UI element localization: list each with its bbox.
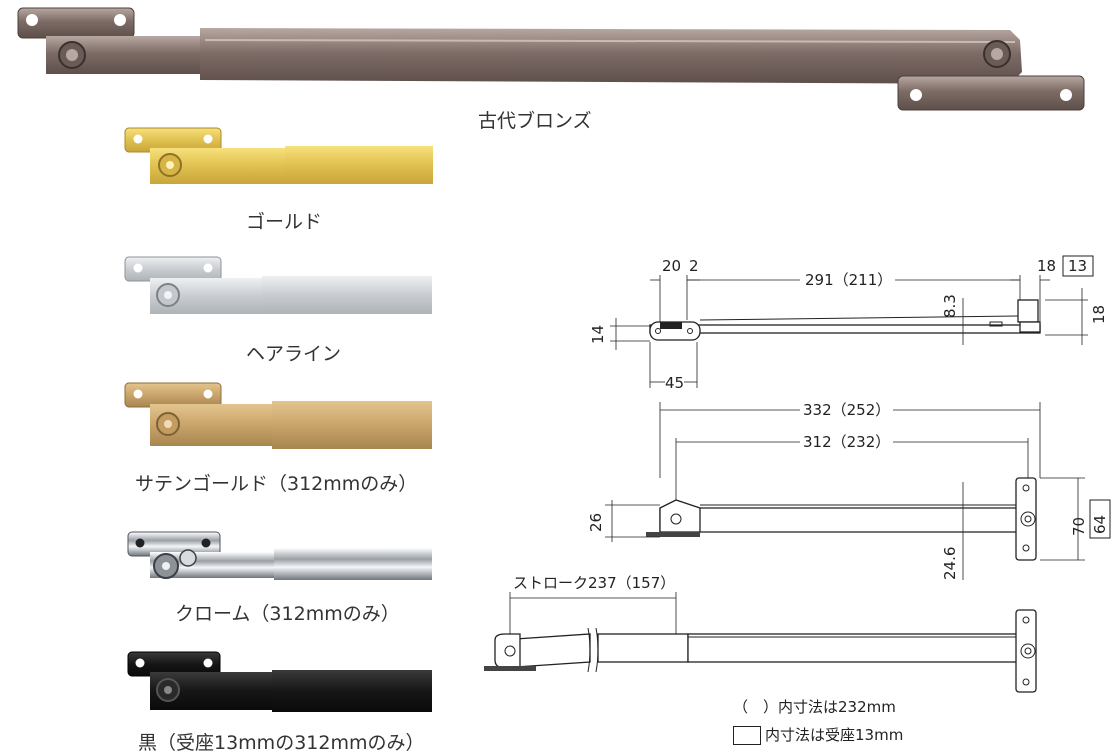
dim-box-13 (1062, 255, 1094, 277)
dim-top-13: 13 (1068, 257, 1087, 275)
dim-top-2: 2 (689, 257, 699, 275)
dim-side-312: 312（232） (803, 433, 890, 451)
dim-top-18: 18 (1037, 257, 1056, 275)
note-box-symbol (733, 726, 761, 745)
satin-gold-stay-photo (124, 382, 432, 449)
note-parentheses: （ ）内寸法は232mm (733, 698, 896, 716)
open-view: ストローク237（157） (484, 574, 1037, 693)
dim-box-64 (1089, 499, 1111, 539)
dim-top-291: 291（211） (805, 271, 892, 289)
dim-top-14: 14 (589, 325, 607, 344)
dim-top-45: 45 (665, 374, 684, 392)
dim-top-20: 20 (662, 257, 681, 275)
dim-side-70: 70 (1070, 517, 1088, 536)
dim-top-18-right: 18 (1090, 305, 1108, 324)
gold-stay-photo (124, 127, 433, 184)
black-stay-photo (127, 651, 432, 712)
finish-label-chrome: クローム（312mmのみ） (175, 603, 400, 625)
dim-top-8-3: 8.3 (941, 294, 959, 318)
top-view: 20 2 291（211） 18 13 8.3 18 14 45 (589, 255, 1108, 392)
finish-label-bronze: 古代ブロンズ (478, 110, 592, 132)
bronze-stay-photo (17, 7, 1085, 111)
dim-side-332: 332（252） (803, 401, 890, 419)
note-box-text: 内寸法は受座13mm (765, 726, 904, 744)
finish-label-gold: ゴールド (246, 211, 323, 233)
finish-label-hairline: ヘアライン (246, 343, 342, 365)
finish-label-black: 黒（受座13mmの312mmのみ） (138, 732, 425, 754)
finish-label-satin-gold: サテンゴールド（312mmのみ） (135, 473, 418, 495)
side-view: 332（252） 312（232） 26 24.6 70 64 (587, 401, 1111, 580)
dim-side-24-6: 24.6 (941, 547, 959, 580)
dim-side-64: 64 (1091, 515, 1109, 534)
hairline-stay-photo (124, 256, 432, 314)
dim-open-stroke: ストローク237（157） (513, 574, 675, 592)
dim-side-26: 26 (587, 513, 605, 532)
chrome-stay-photo (127, 531, 432, 580)
